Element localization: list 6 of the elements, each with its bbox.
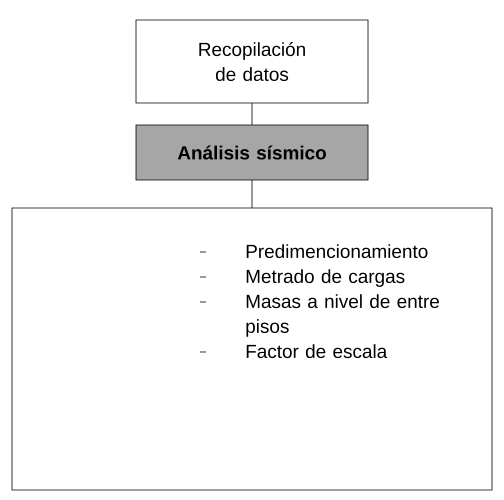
process-box: Recopilación de datos: [136, 20, 368, 104]
list-item: Factor de escala: [246, 344, 388, 358]
list-item: Predimencionamiento: [246, 244, 428, 258]
list-item: Masas a nivel de entre pisos: [246, 294, 439, 337]
highlighted-box: Análisis sísmico: [136, 124, 368, 180]
list-item: Metrado de cargas: [246, 269, 404, 287]
